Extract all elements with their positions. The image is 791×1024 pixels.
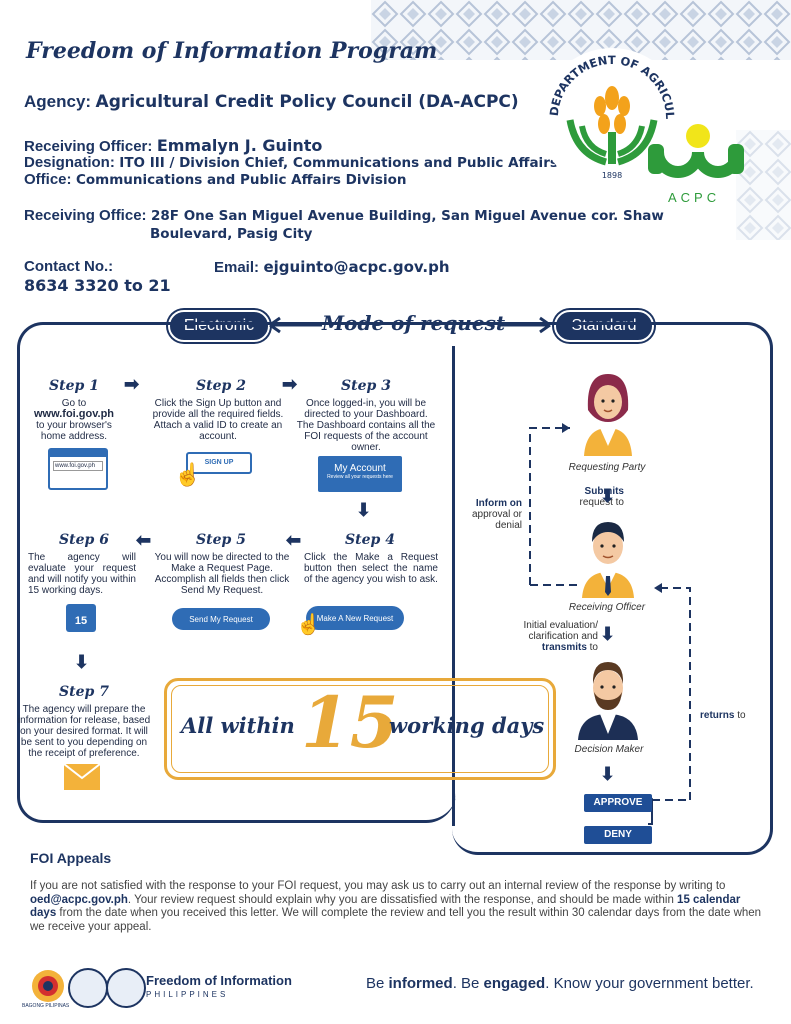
- da-logo-year: 1898: [602, 171, 622, 180]
- appeals-text: If you are not satisfied with the respon…: [30, 880, 762, 933]
- banner-prefix: All within: [181, 713, 295, 738]
- step6-text: The agency will evaluate your request an…: [28, 552, 136, 596]
- da-logo: DEPARTMENT OF AGRICULTURE 1898: [531, 25, 686, 192]
- header-pattern: [371, 0, 791, 60]
- browser-window-icon: www.foi.gov.ph: [48, 448, 108, 490]
- receiving-office-label: Receiving Office:: [24, 207, 147, 224]
- step2-title: Step 2: [196, 378, 246, 394]
- office-label: Office:: [24, 171, 72, 188]
- step5-title: Step 5: [196, 532, 246, 548]
- officer-label: Receiving Officer:: [24, 138, 153, 155]
- step2-text: Click the Sign Up button and provide all…: [152, 398, 284, 442]
- designation-label: Designation:: [24, 154, 115, 171]
- step1-text: Go to www.foi.gov.ph to your browser's h…: [33, 398, 115, 442]
- agency-value: Agricultural Credit Policy Council (DA-A…: [95, 92, 519, 112]
- contact-value: 8634 3320 to 21: [24, 276, 171, 295]
- arrow-down-icon-4: ⬇: [600, 624, 616, 644]
- hand-pointer-icon: ☝: [174, 462, 202, 487]
- office-value: Communications and Public Affairs Divisi…: [75, 172, 407, 188]
- designation-value: ITO III / Division Chief, Communications…: [119, 155, 558, 171]
- bagong-label: BAGONG PILIPINAS: [22, 1003, 70, 1009]
- officer-value: Emmalyn J. Guinto: [156, 136, 323, 155]
- signup-button[interactable]: SIGN UP: [186, 452, 252, 474]
- contact-label: Contact No.:: [24, 258, 114, 275]
- arrow-down-icon-3: ⬇: [600, 486, 616, 506]
- initial-eval-text: Initial evaluation/ clarification and tr…: [523, 620, 599, 653]
- requesting-party-avatar: [578, 370, 638, 456]
- arrow-left-icon: ⬅: [286, 530, 302, 550]
- foi-footer-sub: PHILIPPINES: [146, 990, 229, 999]
- send-request-button[interactable]: Send My Request: [172, 608, 270, 630]
- arrow-down-icon-2: ⬇: [74, 652, 90, 672]
- my-account-card[interactable]: My Account Review all your requests here: [318, 456, 402, 492]
- divider: [452, 346, 455, 676]
- step7-title: Step 7: [59, 684, 109, 700]
- step7-text: The agency will prepare the information …: [17, 704, 151, 759]
- designation-row: Designation: ITO III / Division Chief, C…: [24, 154, 558, 172]
- divider-lower: [452, 676, 455, 826]
- inform-text: Inform on approval or denial: [471, 498, 522, 531]
- seal-logo-2: [106, 968, 146, 1008]
- standard-flow-lines: [529, 423, 691, 825]
- seal-logo-1: [68, 968, 108, 1008]
- calendar-icon: 15: [66, 604, 96, 632]
- arrow-left-icon-2: ⬅: [136, 530, 152, 550]
- email-row: Email: ejguinto@acpc.gov.ph: [214, 258, 450, 277]
- email-label: Email:: [214, 259, 260, 276]
- decision-maker-avatar: [576, 654, 640, 740]
- agency-label: Agency:: [24, 92, 92, 111]
- envelope-icon: [63, 763, 101, 790]
- acpc-logo: ACPC: [640, 108, 752, 208]
- standard-box: [452, 322, 773, 855]
- bagong-pilipinas-logo: [30, 968, 66, 1004]
- side-pattern: [736, 130, 791, 240]
- electronic-pill: Electronic: [168, 310, 270, 342]
- requesting-party-label: Requesting Party: [568, 462, 646, 473]
- step6-title: Step 6: [59, 532, 109, 548]
- banner-suffix: working days: [389, 713, 545, 738]
- step3-title: Step 3: [341, 378, 391, 394]
- make-request-button[interactable]: Make A New Request: [306, 606, 404, 630]
- appeals-title: FOI Appeals: [30, 850, 112, 866]
- hand-pointer-icon-2: ☝: [296, 614, 321, 636]
- receiving-officer-avatar: [578, 514, 638, 598]
- step1-title: Step 1: [49, 378, 99, 394]
- arrow-down-icon: ⬇: [356, 500, 372, 520]
- step4-text: Click the Make a Request button then sel…: [304, 552, 438, 585]
- banner-number: 15: [301, 681, 399, 764]
- office-row: Office: Communications and Public Affair…: [24, 171, 406, 189]
- page-title: Freedom of Information Program: [26, 38, 438, 64]
- appeals-email[interactable]: oed@acpc.gov.ph: [30, 893, 128, 906]
- arrow-down-icon-5: ⬇: [600, 764, 616, 784]
- acpc-logo-text: ACPC: [668, 190, 721, 205]
- receiving-office-line1: 28F One San Miguel Avenue Building, San …: [151, 208, 664, 224]
- receiving-office-row: Receiving Office: 28F One San Miguel Ave…: [24, 207, 664, 225]
- receiving-office-line2: Boulevard, Pasig City: [150, 226, 313, 242]
- returns-text: returns to: [700, 710, 746, 721]
- foi-footer-title: Freedom of Information: [146, 973, 292, 988]
- decision-maker-label: Decision Maker: [574, 744, 644, 755]
- step4-title: Step 4: [345, 532, 395, 548]
- step5-text: You will now be directed to the Make a R…: [154, 552, 290, 596]
- approve-button: APPROVE: [584, 794, 652, 812]
- receiving-officer-label: Receiving Officer: [568, 602, 646, 613]
- days-banner: All within 15 working days: [164, 678, 556, 780]
- step3-text: Once logged-in, you will be directed to …: [296, 398, 436, 453]
- officer-row: Receiving Officer: Emmalyn J. Guinto: [24, 136, 322, 156]
- arrow-right-icon: ➡: [124, 374, 140, 394]
- arrow-right-icon-2: ➡: [282, 374, 298, 394]
- electronic-box: [17, 322, 456, 823]
- deny-button: DENY: [584, 826, 652, 844]
- standard-pill: Standard: [554, 310, 654, 342]
- submits-text: Submits request to: [579, 486, 624, 508]
- email-value[interactable]: ejguinto@acpc.gov.ph: [263, 258, 450, 276]
- mode-arrows: [269, 316, 551, 334]
- footer-tagline: Be informed. Be engaged. Know your gover…: [366, 975, 754, 992]
- agency-row: Agency: Agricultural Credit Policy Counc…: [24, 92, 519, 112]
